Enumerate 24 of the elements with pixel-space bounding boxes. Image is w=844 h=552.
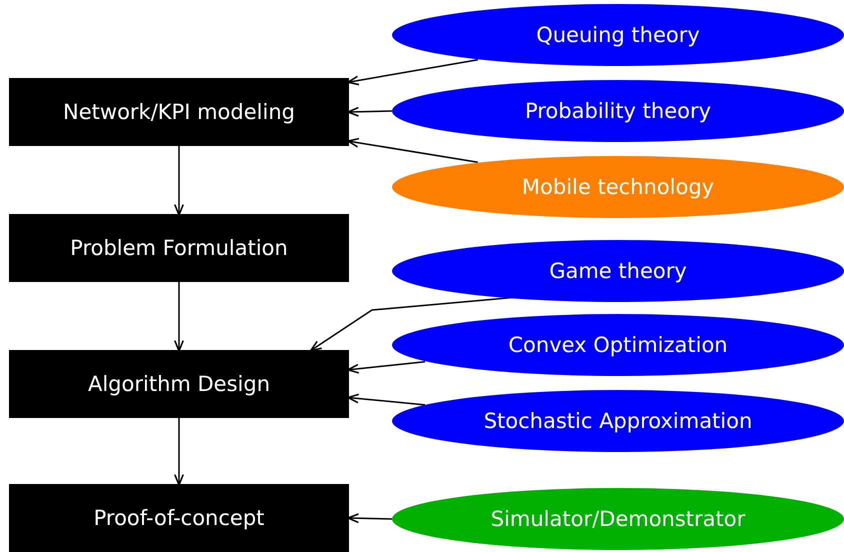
process-box <box>9 214 349 282</box>
node-label: Network/KPI modeling <box>63 100 295 124</box>
process-box <box>9 484 349 552</box>
arrow <box>174 146 184 216</box>
arrow <box>347 513 392 524</box>
node-label: Queuing theory <box>536 23 700 47</box>
node-label: Mobile technology <box>522 175 714 199</box>
arrow <box>347 59 478 86</box>
node-label: Probability theory <box>524 99 712 123</box>
arrow <box>347 394 426 406</box>
arrow <box>174 418 184 486</box>
node-label: Problem Formulation <box>70 236 288 260</box>
process-box <box>9 78 349 146</box>
node-label: Game theory <box>549 259 687 283</box>
arrow <box>174 282 184 352</box>
node-label: Stochastic Approximation <box>484 409 752 433</box>
node-label: Algorithm Design <box>88 372 270 396</box>
arrow <box>347 138 478 163</box>
process-box <box>9 350 349 418</box>
arrow <box>347 106 392 117</box>
node-label: Proof-of-concept <box>94 506 264 530</box>
arrow <box>347 361 426 374</box>
node-label: Convex Optimization <box>508 333 728 357</box>
node-label: Simulator/Demonstrator <box>490 507 746 531</box>
